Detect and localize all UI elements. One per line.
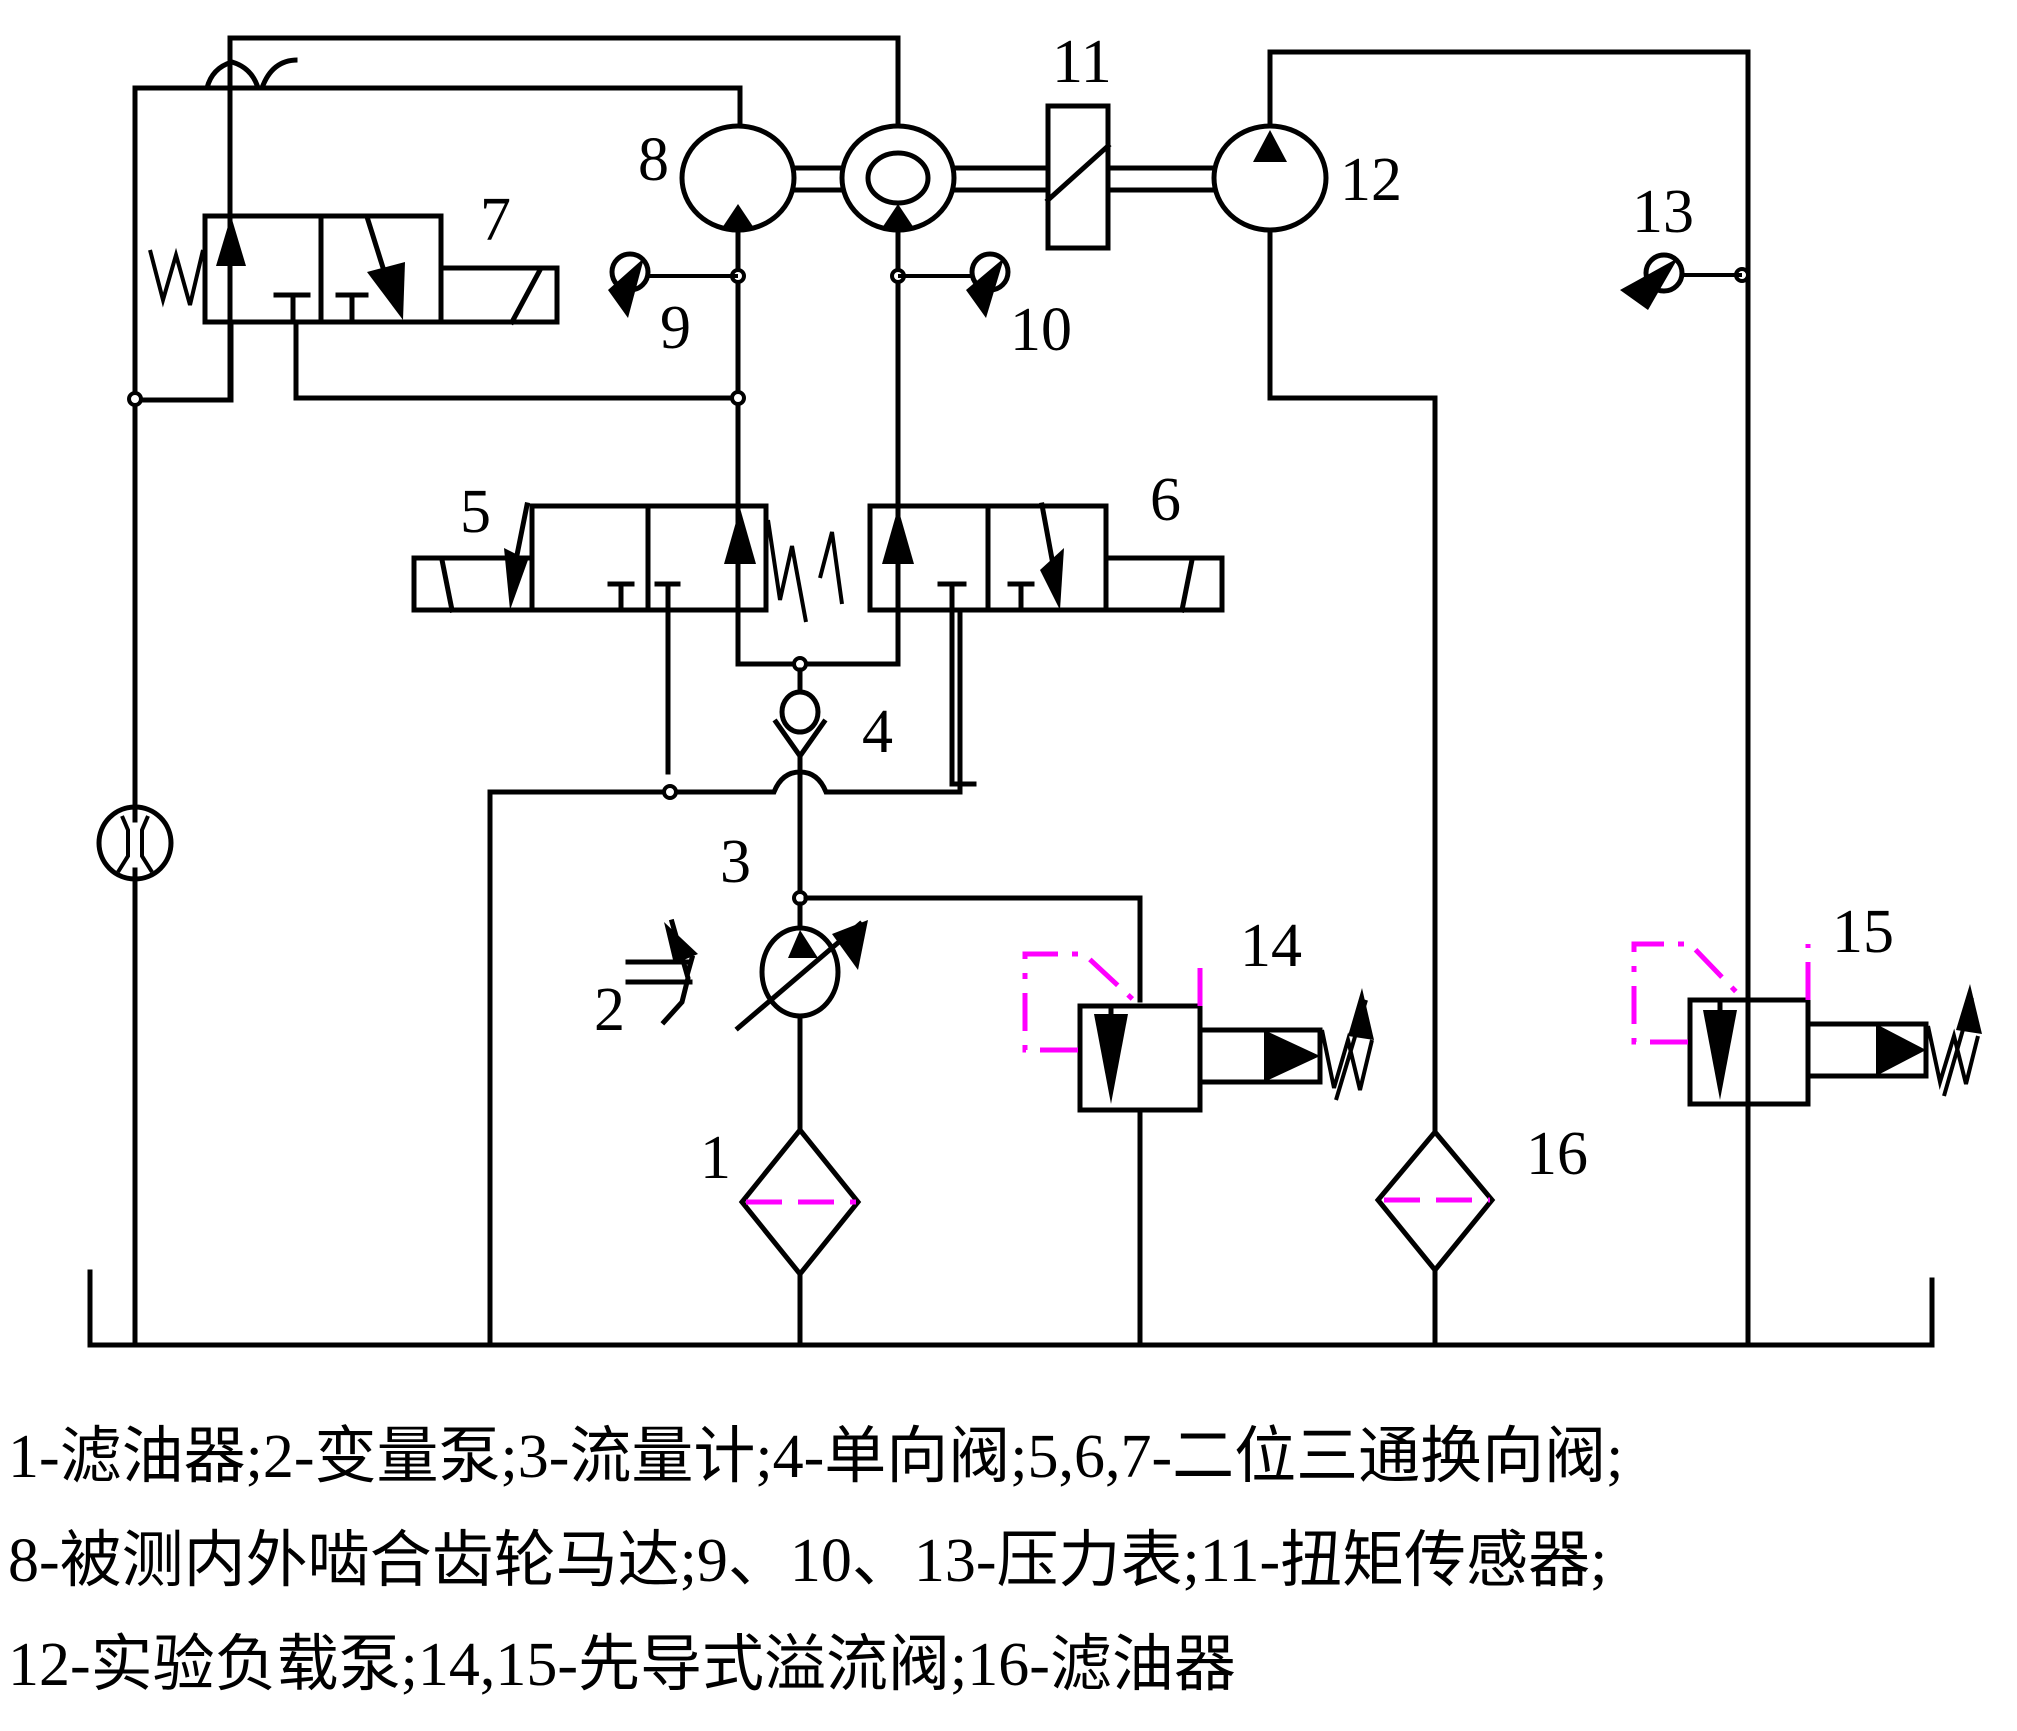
legend-line: 1-滤油器;2-变量泵;3-流量计;4-单向阀;5,6,7-二位三通换向阀; — [8, 1423, 1624, 1491]
label-16: 16 — [1526, 1120, 1588, 1188]
hydraulic-schematic: 7 8 11 12 9 10 — [87, 28, 1982, 1348]
pressure-gauge-13 — [1620, 252, 1750, 310]
label-6: 6 — [1150, 466, 1181, 534]
label-2: 2 — [594, 976, 625, 1044]
gear-motor-8 — [679, 123, 1051, 233]
label-4: 4 — [862, 698, 893, 766]
junction — [730, 390, 746, 406]
label-5: 5 — [460, 478, 491, 546]
variable-pump-2 — [625, 890, 1143, 1133]
return-manifold — [487, 607, 963, 1348]
label-8: 8 — [638, 126, 669, 194]
tank-return-line — [87, 1269, 1935, 1348]
label-3: 3 — [720, 828, 751, 896]
label-1: 1 — [700, 1124, 731, 1192]
left-supply-line — [132, 57, 298, 1348]
check-valve-4 — [772, 656, 828, 779]
label-11: 11 — [1052, 28, 1112, 96]
component-legend: 1-滤油器;2-变量泵;3-流量计;4-单向阀;5,6,7-二位三通换向阀; 8… — [8, 1405, 2008, 1717]
top-pipes — [132, 35, 901, 243]
label-10: 10 — [1010, 296, 1072, 364]
filter-16 — [1374, 1128, 1496, 1348]
pressure-gauge-10 — [890, 227, 1011, 663]
pressure-gauge-9 — [608, 227, 746, 663]
label-9: 9 — [660, 294, 691, 362]
label-14: 14 — [1240, 912, 1302, 980]
label-12: 12 — [1340, 146, 1402, 214]
directional-valve-7 — [148, 213, 739, 403]
load-pump-12 — [1211, 49, 1751, 1348]
legend-line: 12-实验负载泵;14,15-先导式溢流阀;16-滤油器 — [8, 1631, 1236, 1699]
filter-1 — [738, 1126, 862, 1348]
relief-valve-15 — [1631, 941, 1982, 1107]
label-13: 13 — [1632, 178, 1694, 246]
label-7: 7 — [480, 186, 511, 254]
flowmeter-3-symbol — [96, 804, 174, 882]
legend-line: 8-被测内外啮合齿轮马达;9、10、13-压力表;11-扭矩传感器; — [8, 1527, 1608, 1595]
directional-valve-5 — [411, 502, 901, 775]
label-15: 15 — [1832, 898, 1894, 966]
directional-valve-6 — [818, 502, 1225, 787]
torque-sensor-11 — [1044, 103, 1215, 251]
junction — [127, 391, 143, 407]
relief-valve-14 — [1022, 951, 1374, 1348]
